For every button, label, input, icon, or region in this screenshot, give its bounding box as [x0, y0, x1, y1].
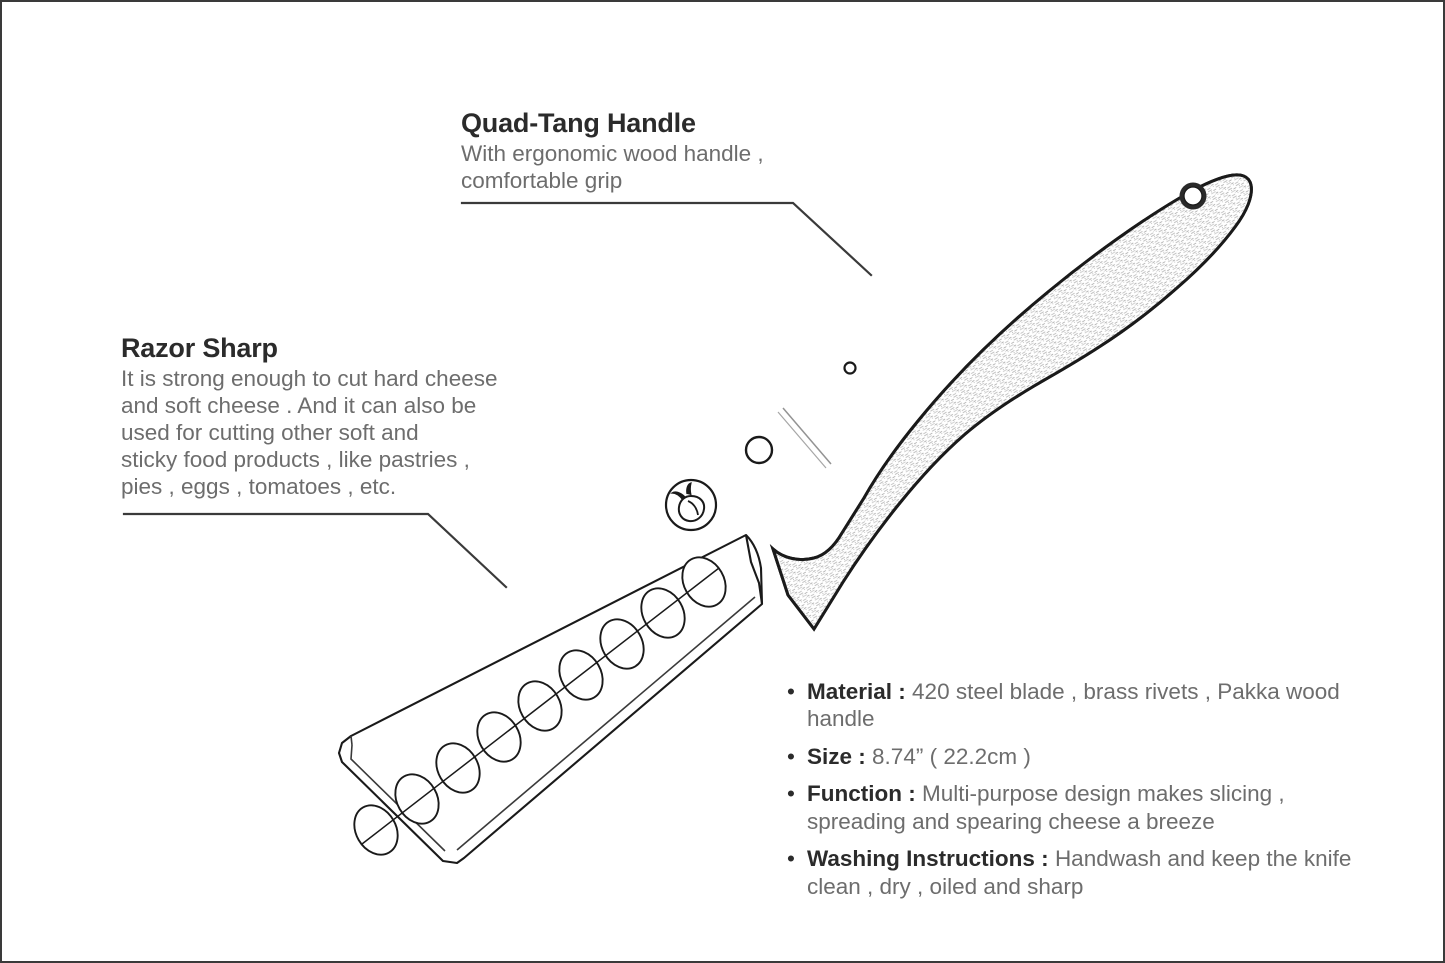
knife-blade [337, 478, 764, 865]
granton-dimples [353, 556, 727, 856]
spec-label: Function : [807, 781, 916, 807]
leader-line-sharp [122, 512, 508, 589]
spec-item-function: • Function : Multi-purpose design makes … [787, 780, 1387, 835]
spec-item-washing-instructions: • Washing Instructions : Handwash and ke… [787, 845, 1387, 900]
callout-body: It is strong enough to cut hard cheese a… [121, 366, 498, 500]
dimple [640, 587, 686, 639]
spec-value: Multi-purpose design makes slicing , spr… [807, 781, 1285, 834]
blade-bevel-line [456, 596, 756, 851]
bullet-icon: • [787, 781, 795, 807]
handle-wood-texture [773, 174, 1252, 629]
large-rivet [744, 435, 774, 465]
spec-label: Washing Instructions : [807, 846, 1049, 872]
blade-nose-line [350, 735, 353, 746]
handle-outline [769, 173, 1253, 632]
small-rivet [843, 361, 857, 375]
callout-title: Quad-Tang Handle [461, 108, 696, 138]
spec-list: • Material : 420 steel blade , brass riv… [787, 678, 1387, 910]
leader-line-handle [460, 201, 873, 277]
dimple-guide-line [361, 567, 720, 845]
bullet-icon: • [787, 679, 795, 704]
blade-heel-curve [745, 534, 764, 605]
callout-title: Razor Sharp [121, 333, 278, 363]
spec-item-size: • Size : 8.74” ( 22.2cm ) [787, 743, 1387, 770]
bolster-seam [777, 405, 835, 469]
leader-lines [122, 201, 873, 589]
lanyard-ring-icon [1179, 182, 1207, 210]
spec-label: Material : [807, 679, 906, 704]
dimple [599, 618, 645, 670]
spec-value: Handwash and keep the knife clean , dry … [807, 846, 1352, 899]
bullet-icon: • [787, 743, 795, 769]
callout-body: With ergonomic wood handle , comfortable… [461, 141, 764, 194]
spec-label: Size : [807, 743, 866, 769]
bullet-icon: • [787, 846, 795, 872]
spec-value: 420 steel blade , brass rivets , Pakka w… [807, 679, 1340, 732]
brand-logo-icon [664, 478, 718, 532]
dimple [435, 742, 481, 794]
spec-item-material: • Material : 420 steel blade , brass riv… [787, 678, 1387, 733]
dimple [476, 711, 522, 763]
knife-handle [744, 173, 1253, 632]
spec-value: 8.74” ( 22.2cm ) [872, 743, 1031, 769]
callout-razor-sharp: Razor Sharp It is strong enough to cut h… [121, 333, 591, 500]
callout-quad-tang-handle: Quad-Tang Handle With ergonomic wood han… [461, 108, 881, 194]
dimple [681, 556, 727, 608]
